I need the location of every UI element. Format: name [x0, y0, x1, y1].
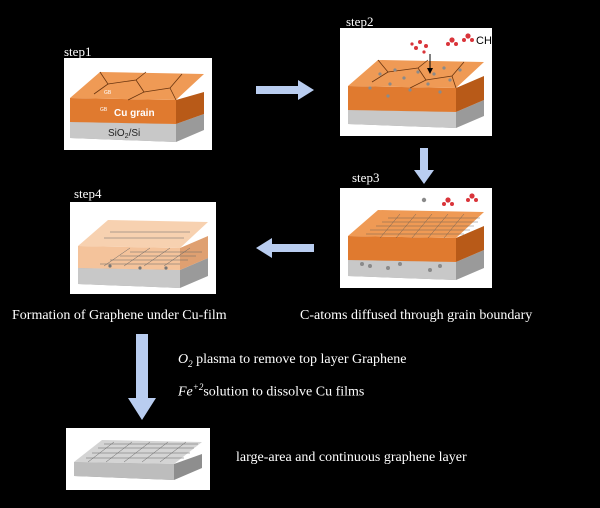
gb-mark-1: GB [104, 90, 112, 96]
step3-label: step3 [352, 170, 380, 185]
caption-step3: C-atoms diffused through grain boundary [300, 308, 533, 323]
step4-label: step4 [74, 186, 102, 201]
panel-step2: CH4 [340, 28, 492, 136]
arrow-down-2 [128, 334, 156, 420]
process-step-plasma: O2 plasma to remove top layer Graphene [178, 352, 407, 369]
panel-step4 [70, 202, 216, 294]
methane-formula: CH4 [476, 35, 492, 49]
arrow-down-1 [414, 148, 434, 184]
step1-label: step1 [64, 44, 92, 59]
caption-final: large-area and continuous graphene layer [236, 450, 467, 465]
panel-step1: Cu grain GB GB SiO2/Si [64, 58, 212, 150]
panel-step3 [340, 188, 492, 288]
gb-mark-2: GB [100, 107, 108, 113]
caption-step4: Formation of Graphene under Cu-film [12, 308, 227, 323]
substrate-text: SiO2/Si [108, 128, 140, 140]
process-step-etch: Fe+2solution to dissolve Cu films [178, 382, 365, 400]
arrow-right-1 [256, 80, 314, 100]
step2-label: step2 [346, 14, 374, 29]
arrow-left-1 [256, 238, 314, 258]
cu-grain-text: Cu grain [114, 108, 155, 119]
panel-final [66, 428, 210, 490]
